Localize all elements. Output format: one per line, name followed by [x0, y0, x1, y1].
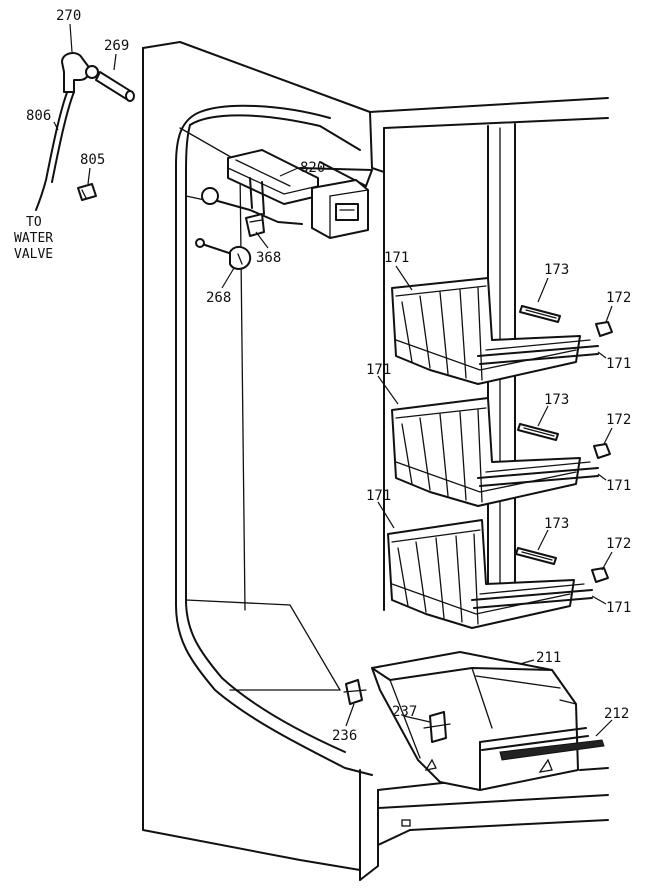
clip-172-middle	[593, 443, 611, 459]
label-269: 269	[104, 38, 129, 54]
label-173-bottom: 173	[544, 516, 569, 532]
label-172-bottom: 172	[606, 536, 631, 552]
clip-236	[343, 679, 367, 705]
shelf-support-173-middle	[517, 423, 559, 441]
label-171-middle-right: 171	[606, 478, 631, 494]
label-173-top: 173	[544, 262, 569, 278]
label-171-top-right: 171	[606, 356, 631, 372]
shelf-basket-bottom	[387, 519, 593, 629]
label-172-middle: 172	[606, 412, 631, 428]
tube-269	[95, 71, 135, 102]
label-805: 805	[80, 152, 105, 168]
clip-172-top	[595, 321, 613, 337]
label-171-middle-left: 171	[366, 362, 391, 378]
handle-212	[499, 739, 605, 761]
callout-labels: 270 269 806 805 TO WATER VALVE 820 368 2…	[14, 8, 631, 744]
label-268: 268	[206, 290, 231, 306]
label-212: 212	[604, 706, 629, 722]
water-line	[35, 52, 135, 211]
shelf-basket-middle	[391, 397, 599, 507]
label-806: 806	[26, 108, 51, 124]
label-valve: VALVE	[14, 247, 53, 262]
shelf-support-173-bottom	[515, 547, 557, 565]
label-to: TO	[26, 215, 42, 230]
bracket-368	[245, 213, 265, 237]
label-237: 237	[392, 704, 417, 720]
ice-maker-820	[179, 127, 373, 239]
label-171-top-left: 171	[384, 250, 409, 266]
label-171-bottom-left: 171	[366, 488, 391, 504]
clip-237	[423, 711, 451, 743]
clip-172-bottom	[591, 567, 609, 583]
label-water: WATER	[14, 231, 53, 246]
elbow-fitting-270	[61, 52, 99, 93]
label-270: 270	[56, 8, 81, 24]
label-171-bottom-right: 171	[606, 600, 631, 616]
clip-805	[77, 183, 97, 201]
crisper-bin-211	[371, 651, 589, 791]
shutoff-arm-268	[195, 238, 252, 270]
leader-lines	[53, 23, 613, 737]
label-820: 820	[300, 160, 325, 176]
label-368: 368	[256, 250, 281, 266]
shelf-support-173-top	[519, 305, 561, 323]
label-211: 211	[536, 650, 561, 666]
label-173-middle: 173	[544, 392, 569, 408]
shelf-basket-top	[391, 277, 599, 385]
label-172-top: 172	[606, 290, 631, 306]
label-236: 236	[332, 728, 357, 744]
